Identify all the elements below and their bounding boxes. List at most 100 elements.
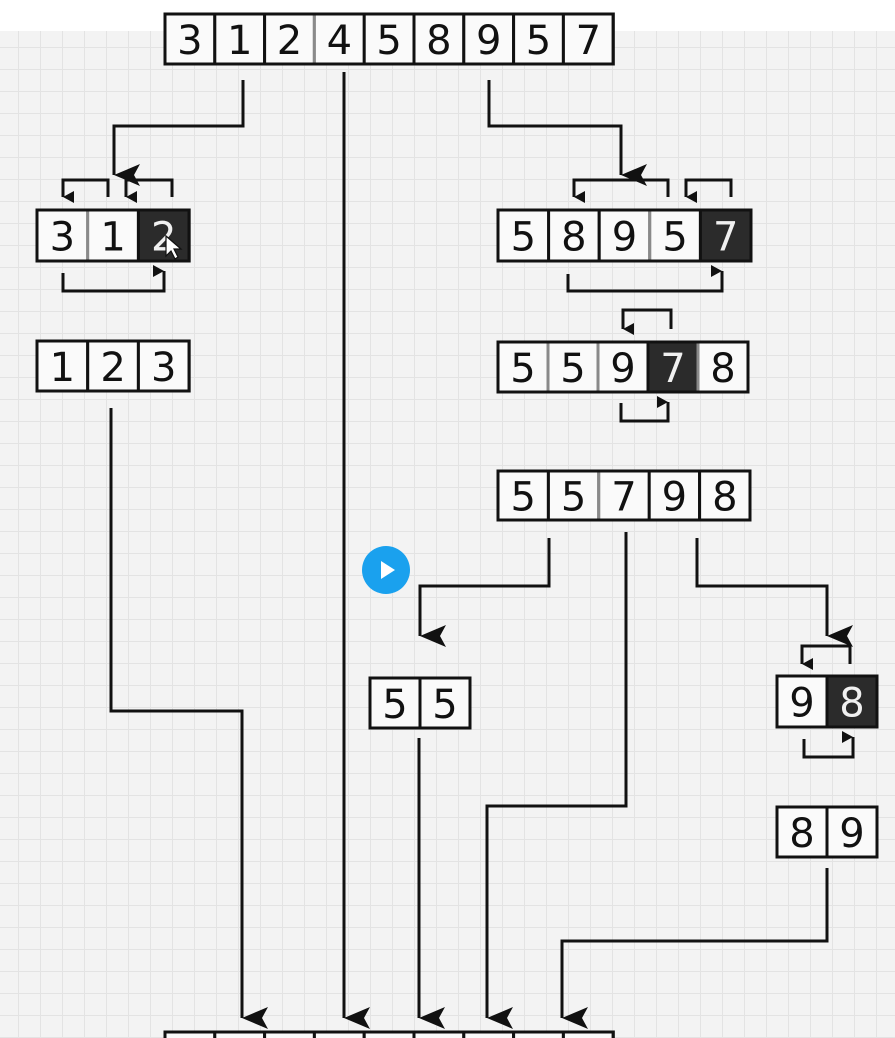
array-right-step2-cell: 5: [496, 340, 550, 394]
cell-value: 8: [426, 18, 451, 64]
array-right-step3-cell: 8: [698, 469, 752, 522]
array-left-sorted-cell: 3: [136, 339, 191, 393]
cell-value: 8: [712, 475, 737, 521]
cell-value: 7: [611, 475, 636, 521]
swap-arrow: [621, 308, 673, 335]
swap-arrow: [566, 265, 724, 293]
array-left-sorted-frame: [35, 339, 191, 393]
array-right-partition-frame: [496, 208, 753, 263]
cell-value: 5: [382, 682, 407, 728]
array-right-partition-cell: 7: [698, 208, 753, 263]
array-89-sorted-cell: 9: [825, 805, 879, 859]
cell-value: 1: [100, 215, 125, 261]
cell-value: 3: [151, 345, 176, 391]
array-right-step3-cell: 5: [546, 469, 601, 522]
array-result: [163, 1030, 615, 1038]
cell-value: 7: [660, 346, 685, 392]
cell-value: 7: [713, 215, 738, 261]
array-fives-frame: [368, 676, 472, 730]
array-right-step3-cell: 7: [597, 469, 651, 522]
flow-arrow: [109, 408, 268, 1029]
cell-value: 9: [662, 475, 687, 521]
cell-value: 9: [610, 346, 635, 392]
swap-arrow: [61, 265, 166, 293]
array-right-step2-cell: 9: [596, 340, 650, 394]
cell-value: 9: [839, 811, 864, 857]
cell-value: 5: [526, 18, 551, 64]
cell-box: [561, 12, 615, 66]
cell-value: 9: [612, 215, 637, 261]
array-right-partition-cell: 5: [496, 208, 551, 263]
cell-box: [163, 12, 217, 66]
array-fives-cell: 5: [418, 676, 472, 730]
swap-arrow: [124, 178, 174, 203]
flow-arrow: [112, 80, 245, 186]
swap-arrow: [684, 178, 733, 203]
array-right-step2-cell: 8: [696, 340, 750, 394]
cell-value: 4: [327, 18, 352, 64]
cell-value: 5: [376, 18, 401, 64]
cell-value: 9: [476, 18, 501, 64]
array-original-frame: [163, 12, 615, 66]
array-original-cell: 5: [362, 12, 416, 66]
flow-arrow: [418, 538, 551, 647]
array-original-cell: 9: [462, 12, 516, 66]
cell-value: 5: [561, 475, 586, 521]
flow-arrow: [487, 80, 647, 186]
cell-value: 3: [50, 215, 75, 261]
array-right-partition-cell: 8: [547, 208, 601, 263]
array-left-partition-cell: 2: [136, 208, 191, 263]
flow-arrow: [560, 868, 829, 1029]
connectors: [61, 72, 855, 1029]
array-left-sorted-cell: 1: [35, 339, 90, 393]
cell-value: 8: [789, 811, 814, 857]
array-original-cell: 8: [412, 12, 466, 66]
array-result-frame: [163, 1030, 615, 1038]
flow-arrow: [695, 538, 853, 647]
play-button[interactable]: [362, 546, 410, 594]
flow-arrow: [485, 532, 628, 1029]
array-right-step3-frame: [496, 469, 752, 522]
array-right-step2-cell: 5: [546, 340, 600, 394]
array-89-sorted-cell: 8: [775, 805, 829, 859]
swap-arrow: [619, 396, 670, 423]
cell-value: 5: [560, 346, 585, 392]
array-right-step3-cell: 9: [647, 469, 702, 522]
cell-value: 8: [710, 346, 735, 392]
array-right-step3-cell: 5: [496, 469, 550, 522]
swap-arrow: [61, 178, 110, 203]
array-original-cell: 3: [163, 12, 217, 66]
array-fives-cell: 5: [368, 676, 422, 730]
array-left-partition-cell: 3: [35, 208, 90, 263]
cell-value: 3: [177, 18, 202, 64]
cell-value: 5: [432, 682, 457, 728]
cell-box: [136, 208, 191, 263]
array-98-partition-cell: 9: [775, 674, 829, 729]
array-original-cell: 1: [213, 12, 267, 66]
cell-box: [86, 339, 140, 393]
array-89-sorted-frame: [775, 805, 879, 859]
cell-value: 5: [511, 215, 536, 261]
cell-box: [512, 12, 565, 66]
array-left-sorted-cell: 2: [86, 339, 140, 393]
array-original-cell: 4: [312, 12, 366, 66]
cell-value: 5: [662, 215, 687, 261]
cell-value: 8: [839, 681, 864, 727]
mouse-cursor-icon: [165, 234, 183, 260]
array-right-step2-cell: 7: [646, 340, 700, 394]
array-left-partition-frame: [35, 208, 191, 263]
array-right-step2-frame: [496, 340, 750, 394]
array-98-partition-frame: [775, 674, 879, 729]
swap-arrow: [802, 731, 855, 759]
array-98-partition-cell: 8: [825, 674, 879, 729]
cell-value: 8: [561, 215, 586, 261]
cell-value: 2: [100, 345, 125, 391]
swap-arrow: [572, 178, 670, 203]
